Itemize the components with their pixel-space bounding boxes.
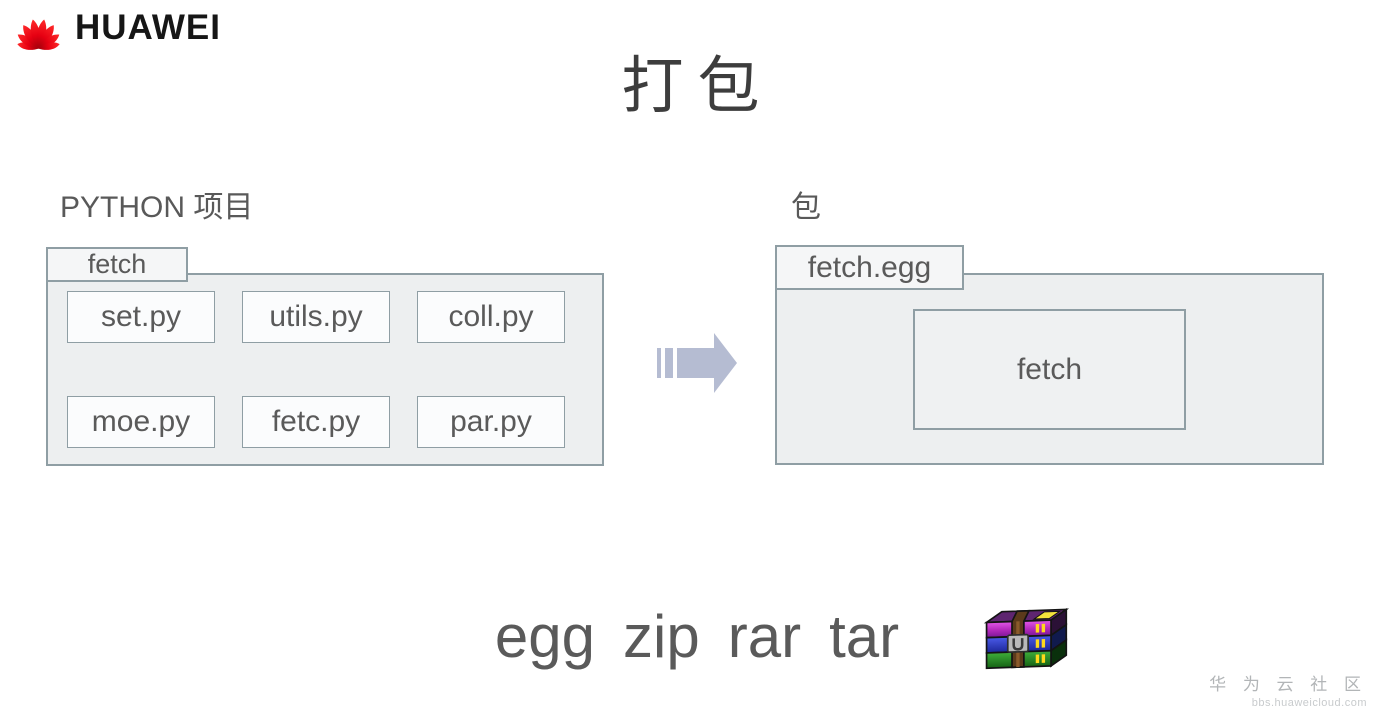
huawei-brand-text: HUAWEI (75, 7, 221, 47)
file-box-moe-py: moe.py (67, 396, 215, 448)
file-box-fetc-py: fetc.py (242, 396, 390, 448)
file-box-set-py: set.py (67, 291, 215, 343)
right-folder-tab-label: fetch.egg (807, 250, 932, 284)
file-box-utils-py: utils.py (242, 291, 390, 343)
format-rar: rar (727, 603, 802, 670)
watermark-site: bbs.huaweicloud.com (1251, 697, 1367, 709)
right-folder-tab: fetch.egg (775, 245, 964, 290)
left-folder-tab: fetch (46, 247, 188, 282)
left-folder-tab-label: fetch (87, 249, 147, 279)
watermark-community: 华 为 云 社 区 (1209, 675, 1367, 694)
huawei-logo: HUAWEI (10, 4, 221, 51)
striped-right-arrow-icon (657, 331, 738, 400)
format-zip: zip (623, 603, 700, 670)
winrar-archive-icon (973, 599, 1079, 684)
huawei-flower-icon (17, 19, 60, 50)
left-panel-label: PYTHON 项目 (60, 191, 254, 224)
package-box: fetch (913, 309, 1186, 430)
page-title: 打包 (621, 53, 774, 121)
format-tar: tar (829, 603, 900, 670)
file-box-par-py: par.py (417, 396, 565, 448)
file-box-coll-py: coll.py (417, 291, 565, 343)
format-egg: egg (494, 603, 596, 670)
watermark: 华 为 云 社 区 bbs.huaweicloud.com (1209, 670, 1367, 709)
right-panel-label: 包 (791, 191, 821, 224)
